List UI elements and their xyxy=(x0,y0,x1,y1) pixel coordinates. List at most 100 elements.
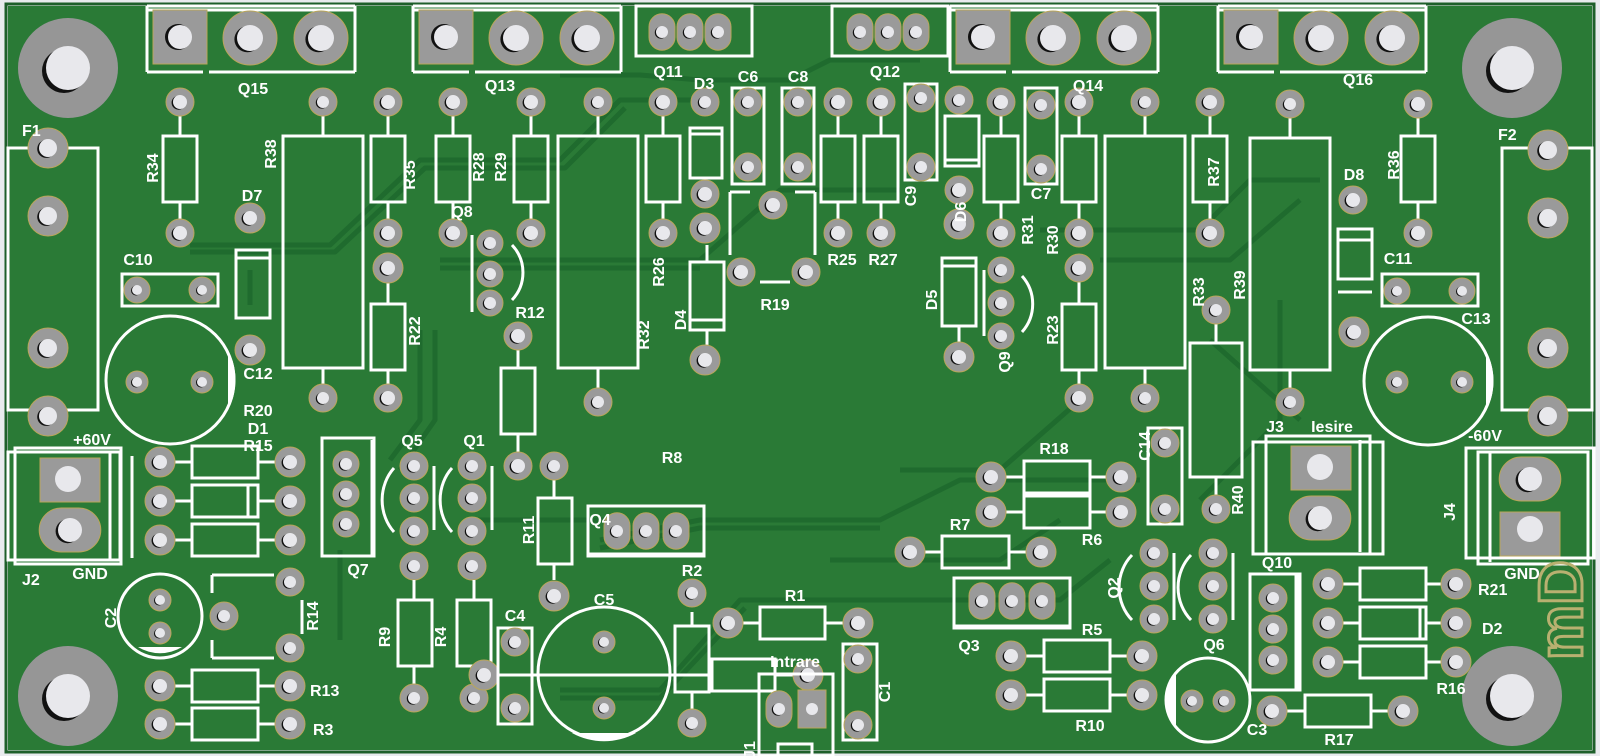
through-hole-pad[interactable] xyxy=(399,516,429,546)
through-hole-pad[interactable] xyxy=(1026,154,1056,184)
through-hole-pad[interactable] xyxy=(144,524,176,556)
through-hole-pad[interactable] xyxy=(399,551,429,581)
through-hole-pad[interactable] xyxy=(274,708,306,740)
through-hole-pad[interactable] xyxy=(516,87,546,117)
through-hole-pad[interactable] xyxy=(1126,679,1158,711)
through-hole-pad[interactable] xyxy=(975,461,1007,493)
through-hole-pad[interactable] xyxy=(1198,538,1228,568)
through-hole-pad[interactable] xyxy=(209,601,239,631)
through-hole-pad[interactable] xyxy=(1338,185,1368,215)
through-hole-pad[interactable] xyxy=(373,383,403,413)
through-hole-pad[interactable] xyxy=(726,257,756,287)
through-hole-pad[interactable] xyxy=(1527,129,1569,171)
through-hole-pad[interactable] xyxy=(190,370,214,394)
through-hole-pad[interactable] xyxy=(648,87,678,117)
through-hole-pad[interactable] xyxy=(968,582,996,620)
through-hole-pad[interactable] xyxy=(274,485,306,517)
through-hole-pad[interactable] xyxy=(583,387,613,417)
through-hole-pad[interactable] xyxy=(704,13,732,51)
through-hole-pad[interactable] xyxy=(791,257,821,287)
through-hole-pad[interactable] xyxy=(1212,689,1236,713)
through-hole-pad[interactable] xyxy=(539,451,569,481)
through-hole-pad[interactable] xyxy=(488,10,544,66)
through-hole-pad[interactable] xyxy=(1275,89,1305,119)
through-hole-pad[interactable] xyxy=(758,190,788,220)
through-hole-pad[interactable] xyxy=(866,218,896,248)
through-hole-pad[interactable] xyxy=(457,483,487,513)
through-hole-pad[interactable] xyxy=(1025,536,1057,568)
through-hole-pad[interactable] xyxy=(1139,571,1169,601)
through-hole-pad[interactable] xyxy=(1130,383,1160,413)
through-hole-pad[interactable] xyxy=(987,289,1015,317)
through-hole-pad[interactable] xyxy=(1312,568,1344,600)
through-hole-pad[interactable] xyxy=(1064,383,1094,413)
through-hole-pad[interactable] xyxy=(1258,614,1288,644)
through-hole-pad[interactable] xyxy=(1256,695,1288,727)
through-hole-pad[interactable] xyxy=(148,621,172,645)
through-hole-pad[interactable] xyxy=(986,87,1016,117)
through-hole-pad[interactable] xyxy=(234,334,266,366)
through-hole-pad[interactable] xyxy=(438,87,468,117)
through-hole-pad[interactable] xyxy=(1130,87,1160,117)
through-hole-pad[interactable] xyxy=(165,87,195,117)
through-hole-pad[interactable] xyxy=(1064,87,1094,117)
through-hole-pad[interactable] xyxy=(125,370,149,394)
through-hole-pad[interactable] xyxy=(1105,496,1137,528)
through-hole-pad[interactable] xyxy=(765,690,793,728)
through-hole-pad[interactable] xyxy=(906,152,936,182)
through-hole-pad[interactable] xyxy=(1385,370,1409,394)
through-hole-pad[interactable] xyxy=(987,256,1015,284)
through-hole-pad[interactable] xyxy=(476,260,504,288)
through-hole-pad[interactable] xyxy=(503,451,533,481)
through-hole-pad[interactable] xyxy=(1198,604,1228,634)
through-hole-pad[interactable] xyxy=(372,252,404,284)
through-hole-pad[interactable] xyxy=(1028,582,1056,620)
through-hole-pad[interactable] xyxy=(438,218,468,248)
through-hole-pad[interactable] xyxy=(1064,218,1094,248)
through-hole-pad[interactable] xyxy=(944,175,974,205)
through-hole-pad[interactable] xyxy=(1403,218,1433,248)
through-hole-pad[interactable] xyxy=(592,630,616,654)
through-hole-pad[interactable] xyxy=(1026,90,1056,120)
through-hole-pad[interactable] xyxy=(27,395,69,437)
through-hole-pad[interactable] xyxy=(995,640,1027,672)
through-hole-pad[interactable] xyxy=(1440,607,1472,639)
through-hole-pad[interactable] xyxy=(399,683,429,713)
through-hole-pad[interactable] xyxy=(1498,456,1562,502)
through-hole-pad[interactable] xyxy=(783,152,813,182)
through-hole-pad[interactable] xyxy=(332,480,360,508)
through-hole-pad[interactable] xyxy=(1440,568,1472,600)
through-hole-pad[interactable] xyxy=(1195,87,1225,117)
through-hole-pad[interactable] xyxy=(689,344,721,376)
through-hole-pad[interactable] xyxy=(1275,387,1305,417)
through-hole-pad[interactable] xyxy=(1150,428,1180,458)
through-hole-pad[interactable] xyxy=(583,87,613,117)
through-hole-pad[interactable] xyxy=(733,87,763,117)
through-hole-pad[interactable] xyxy=(293,10,349,66)
through-hole-pad[interactable] xyxy=(1139,604,1169,634)
through-hole-pad[interactable] xyxy=(1150,494,1180,524)
through-hole-pad[interactable] xyxy=(995,679,1027,711)
through-hole-pad[interactable] xyxy=(843,644,873,674)
through-hole-pad[interactable] xyxy=(823,87,853,117)
through-hole-pad[interactable] xyxy=(274,446,306,478)
through-hole-pad[interactable] xyxy=(1180,689,1204,713)
through-hole-pad[interactable] xyxy=(1338,316,1370,348)
through-hole-pad[interactable] xyxy=(648,218,678,248)
through-hole-pad[interactable] xyxy=(998,582,1026,620)
through-hole-pad[interactable] xyxy=(676,13,704,51)
through-hole-pad[interactable] xyxy=(592,696,616,720)
through-hole-pad[interactable] xyxy=(1450,370,1474,394)
through-hole-pad[interactable] xyxy=(476,229,504,257)
through-hole-pad[interactable] xyxy=(188,276,216,304)
through-hole-pad[interactable] xyxy=(733,152,763,182)
through-hole-pad[interactable] xyxy=(457,551,487,581)
through-hole-pad[interactable] xyxy=(1288,495,1352,541)
through-hole-pad[interactable] xyxy=(1126,640,1158,672)
through-hole-pad[interactable] xyxy=(1195,218,1225,248)
through-hole-pad[interactable] xyxy=(144,670,176,702)
through-hole-pad[interactable] xyxy=(1440,646,1472,678)
through-hole-pad[interactable] xyxy=(457,516,487,546)
through-hole-pad[interactable] xyxy=(459,683,489,713)
through-hole-pad[interactable] xyxy=(144,446,176,478)
